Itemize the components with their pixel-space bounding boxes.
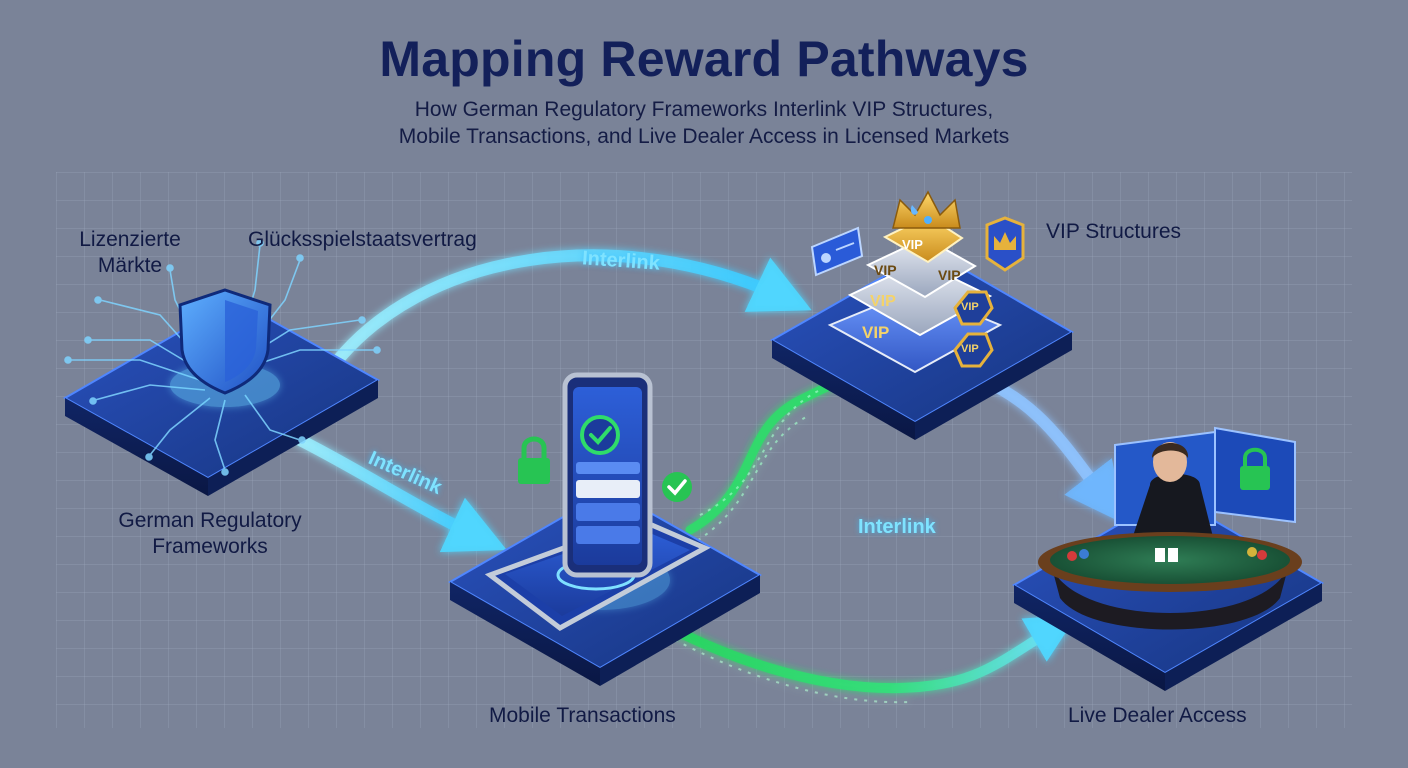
node-label-mobile: Mobile Transactions	[489, 703, 676, 729]
vip-tier-label-3: VIP	[870, 293, 896, 311]
page-title: Mapping Reward Pathways	[0, 30, 1408, 88]
vip-tier-label-top: VIP	[902, 237, 923, 252]
page-subtitle-line1: How German Regulatory Frameworks Interli…	[0, 98, 1408, 122]
crown-badge-icon	[987, 218, 1023, 270]
vip-tier-label-2b: VIP	[938, 267, 961, 283]
vip-badge-label-1: VIP	[961, 301, 979, 313]
node-label-regulatory: German Regulatory Frameworks	[95, 508, 325, 560]
node-label-regulatory-line1: German Regulatory	[95, 508, 325, 534]
tag-licensed-markets: Lizenzierte Märkte	[70, 227, 190, 279]
vip-tier-label-2: VIP	[874, 262, 897, 278]
vip-badge-label-2: VIP	[961, 343, 979, 355]
connector-top-interlink	[330, 255, 790, 370]
page-subtitle-line2: Mobile Transactions, and Live Dealer Acc…	[0, 125, 1408, 149]
node-label-vip: VIP Structures	[1046, 219, 1181, 245]
vip-tier-label-4: VIP	[862, 323, 889, 343]
tag-treaty: Glücksspielstaatsvertrag	[248, 227, 477, 253]
tag-licensed-line2: Märkte	[70, 253, 190, 279]
check-badge-icon	[662, 472, 692, 502]
id-card-icon	[812, 228, 862, 275]
padlock-icon	[518, 439, 550, 484]
tag-licensed-line1: Lizenzierte	[70, 227, 190, 253]
connector-label-right: Interlink	[858, 516, 936, 539]
monitor-panel-right	[1215, 428, 1295, 522]
node-label-live-dealer: Live Dealer Access	[1068, 703, 1247, 729]
node-label-regulatory-line2: Frameworks	[95, 534, 325, 560]
